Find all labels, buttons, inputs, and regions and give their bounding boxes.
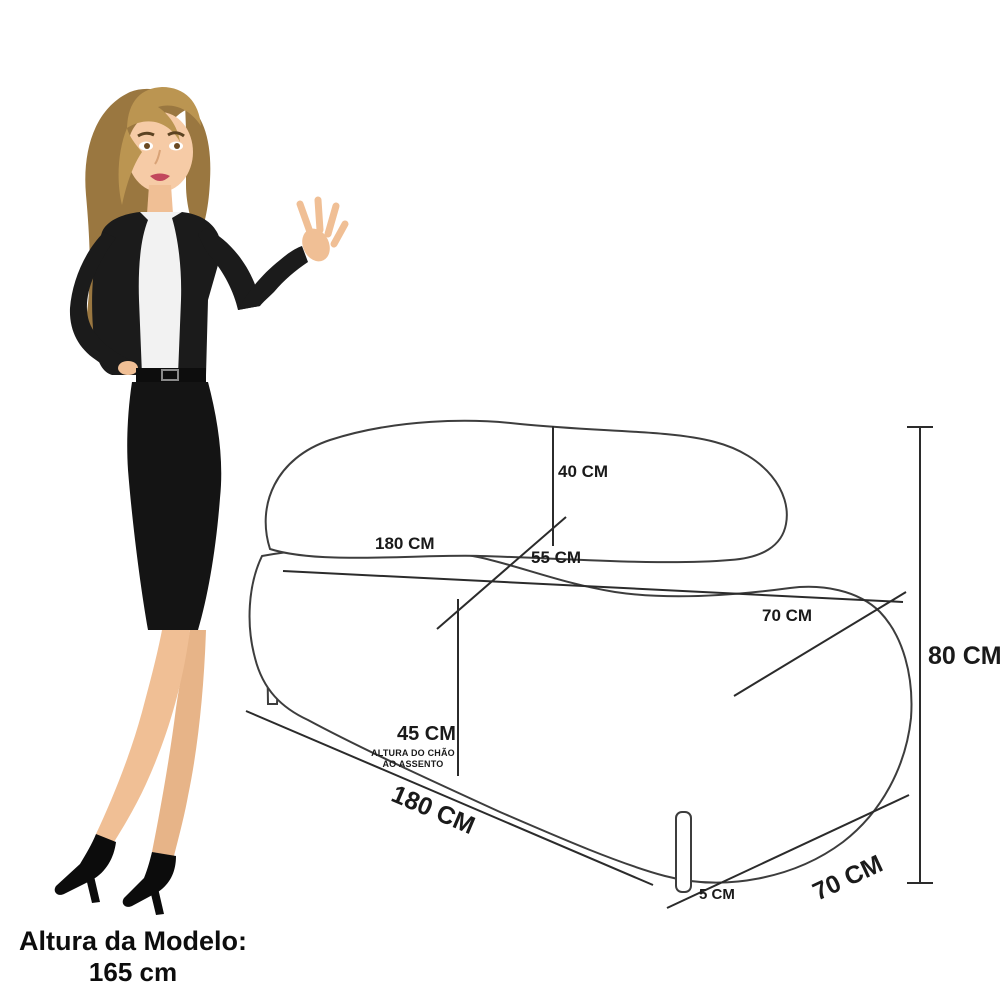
model-height-caption-line1: Altura da Modelo: bbox=[19, 926, 247, 956]
leg-height-label: 5 CM bbox=[699, 886, 735, 903]
neck bbox=[147, 185, 173, 214]
belt bbox=[136, 368, 206, 382]
dimension-lines bbox=[245, 426, 933, 909]
leg-back bbox=[152, 630, 206, 856]
seat-width-label: 180 CM bbox=[375, 534, 435, 553]
sofa-outline-drawing bbox=[248, 419, 913, 893]
dim-line-total-depth bbox=[666, 794, 910, 909]
shirt bbox=[136, 212, 192, 372]
open-hand bbox=[296, 196, 349, 262]
sofa-backrest bbox=[264, 419, 788, 564]
model-illustration bbox=[54, 87, 349, 915]
backrest-height-label: 40 CM bbox=[558, 462, 609, 481]
sofa-front-leg bbox=[675, 811, 692, 893]
floor-to-seat-note-line2: AO ASSENTO bbox=[382, 759, 444, 769]
blazer bbox=[69, 212, 308, 375]
floor-to-seat-note: ALTURA DO CHÃO AO ASSENTO bbox=[358, 748, 468, 770]
belt-buckle bbox=[161, 369, 179, 381]
hair-bangs bbox=[127, 87, 201, 142]
floor-to-seat-note-line1: ALTURA DO CHÃO bbox=[371, 748, 455, 758]
hip-hand bbox=[118, 361, 138, 375]
model-height-caption-line2: 165 cm bbox=[88, 957, 178, 987]
seat-depth-right-label: 70 CM bbox=[762, 606, 813, 625]
hair-sweep-left bbox=[118, 128, 142, 205]
dim-line-seat-depth-right bbox=[733, 591, 907, 697]
dim-line-seat-width bbox=[282, 570, 904, 603]
skirt bbox=[127, 382, 222, 630]
hair-side-right bbox=[185, 102, 211, 240]
seat-depth-label: 55 CM bbox=[531, 548, 582, 567]
dim-line-total-width bbox=[245, 710, 654, 886]
total-height-label: 80 CM bbox=[928, 642, 1000, 670]
sofa-seat bbox=[248, 546, 913, 884]
floor-to-seat-height-label: 45 CM bbox=[397, 723, 456, 745]
model-height-caption: Altura da Modelo: 165 cm bbox=[8, 926, 258, 988]
face-features bbox=[137, 131, 185, 181]
leg-front bbox=[96, 630, 190, 842]
high-heel-shoes bbox=[54, 834, 176, 915]
